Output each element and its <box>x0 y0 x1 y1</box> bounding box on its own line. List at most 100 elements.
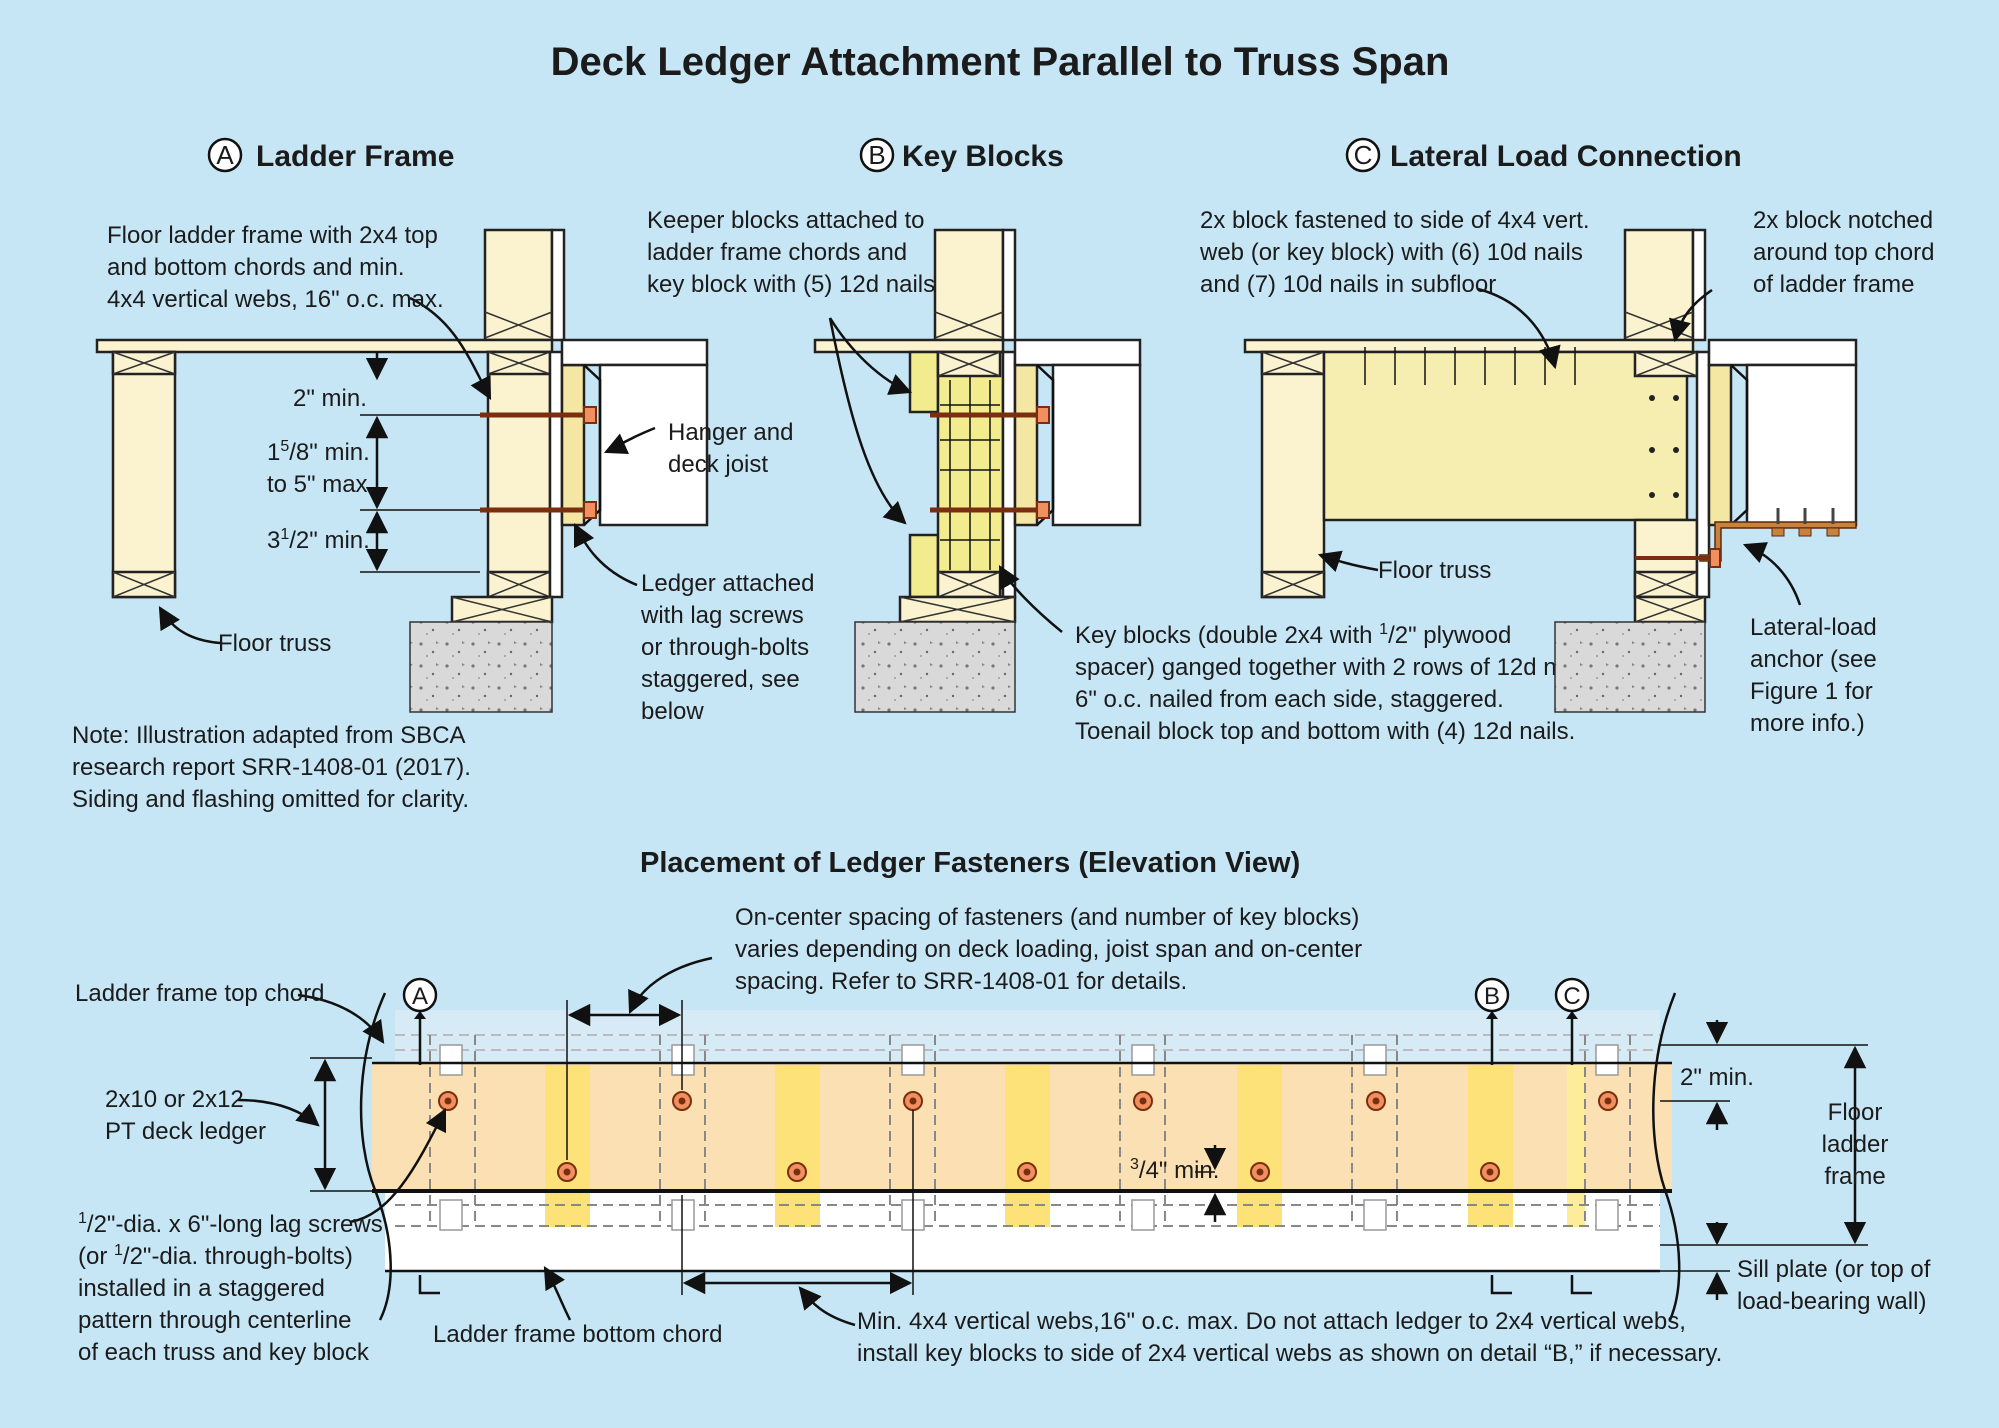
block-note-line2: web (or key block) with (6) 10d nails <box>1199 239 1583 266</box>
frame-note-line1: Floor ladder frame with 2x4 top <box>107 222 438 249</box>
notch-note-line3: of ladder frame <box>1753 271 1914 298</box>
deck-board-b <box>1013 338 1142 367</box>
2x-block-c <box>1322 350 1689 522</box>
dim-mid-line2: to 5" max. <box>267 471 374 498</box>
elevation-drawing <box>237 956 1868 1327</box>
lag-note-line2: (or 1/2"-dia. through-bolts) <box>78 1242 353 1270</box>
dim-2-min: 2" min. <box>293 385 367 412</box>
elev-badge-a: A <box>412 983 428 1010</box>
foundation-a <box>409 621 553 713</box>
two-min-label: 2" min. <box>1680 1064 1754 1091</box>
badge-circle-b <box>859 137 895 173</box>
wall-stud-b <box>933 228 1005 342</box>
floor-ladder-line3: frame <box>1824 1163 1885 1190</box>
top-chord-label: Ladder frame top chord <box>75 980 324 1007</box>
block-note-line3: and (7) 10d nails in subfloor <box>1200 271 1496 298</box>
key-blocks-note-line1: Key blocks (double 2x4 with 1/2" plywood <box>1075 621 1511 649</box>
note-line2: research report SRR-1408-01 (2017). <box>72 754 471 781</box>
floor-ladder-line2: ladder <box>1822 1131 1889 1158</box>
foundation-c <box>1554 621 1706 713</box>
detail-c-drawing <box>1243 228 1858 713</box>
spacing-note-line1: On-center spacing of fasteners (and numb… <box>735 904 1359 931</box>
lag-note-line3: installed in a staggered <box>78 1275 325 1302</box>
wall-stud-a <box>483 228 554 342</box>
anchor-note-line2: anchor (see <box>1750 646 1877 673</box>
break-line-right <box>1652 992 1681 1321</box>
webs-note-line2: install key blocks to side of 2x4 vertic… <box>857 1340 1722 1367</box>
floor-truss-c <box>1260 350 1326 599</box>
elevation-marker-c <box>1554 977 1590 1065</box>
ledger-b <box>1013 363 1039 527</box>
floor-ladder-line1: Floor <box>1828 1099 1883 1126</box>
notch-note-line2: around top chord <box>1753 239 1934 266</box>
ledger-note-line1: Ledger attached <box>641 570 814 597</box>
hanger-note-line1: Hanger and <box>668 419 793 446</box>
lag-note-line4: pattern through centerline <box>78 1307 352 1334</box>
foundation-b <box>854 621 1016 713</box>
spacing-note-line2: varies depending on deck loading, joist … <box>735 936 1362 963</box>
ledger-note-line5: below <box>641 698 704 725</box>
sheathing-a <box>550 228 566 342</box>
floor-truss-a <box>111 350 177 599</box>
subfloor-a <box>95 338 554 354</box>
ledger-note-line2: with lag screws <box>640 602 804 629</box>
section-heading-a: A Ladder Frame <box>207 137 454 173</box>
section-b-label: Key Blocks <box>902 140 1064 173</box>
keeper-note-line2: ladder frame chords and <box>647 239 907 266</box>
deck-joist-c <box>1745 363 1858 527</box>
elev-badge-b: B <box>1484 983 1500 1010</box>
break-line-left <box>359 992 392 1321</box>
frame-note-line3: 4x4 vertical webs, 16" o.c. max. <box>107 286 444 313</box>
elevation-marker-a <box>402 977 438 1065</box>
keeper-note-line3: key block with (5) 12d nails <box>647 271 935 298</box>
subfloor-b <box>813 338 1005 354</box>
subfloor-c <box>1243 338 1695 354</box>
ledger-note-line3: or through-bolts <box>641 634 809 661</box>
keeper-block-lower <box>908 533 940 599</box>
frame-note-line2: and bottom chords and min. <box>107 254 405 281</box>
ledger-label-line1: 2x10 or 2x12 <box>105 1086 244 1113</box>
elev-badge-c: C <box>1563 983 1580 1010</box>
note-line1: Note: Illustration adapted from SBCA <box>72 722 466 749</box>
vertical-web-a <box>486 350 552 599</box>
three-quarter-min: 3/4" min. <box>1130 1156 1219 1184</box>
detail-b-drawing <box>813 228 1142 713</box>
badge-a: A <box>216 140 234 170</box>
badge-circle-c <box>1345 137 1381 173</box>
badge-b: B <box>868 140 885 170</box>
block-note-line1: 2x block fastened to side of 4x4 vert. <box>1200 207 1590 234</box>
keeper-block-upper <box>908 350 940 414</box>
diagram-title: Deck Ledger Attachment Parallel to Truss… <box>551 40 1450 84</box>
spacing-note-line3: spacing. Refer to SRR-1408-01 for detail… <box>735 968 1187 995</box>
ledger-c <box>1707 363 1733 527</box>
notch-note-line1: 2x block notched <box>1753 207 1933 234</box>
key-blocks-note-line4: Toenail block top and bottom with (4) 12… <box>1075 718 1575 745</box>
anchor-note-line4: more info.) <box>1750 710 1865 737</box>
ledger-note-line4: staggered, see <box>641 666 800 693</box>
ledger-fasteners <box>438 1091 1618 1182</box>
note-line3: Siding and flashing omitted for clarity. <box>72 786 469 813</box>
section-c-label: Lateral Load Connection <box>1390 140 1742 173</box>
anchor-note-line3: Figure 1 for <box>1750 678 1873 705</box>
deck-board-c <box>1707 338 1858 367</box>
floor-truss-a-label: Floor truss <box>218 630 331 657</box>
elevation-title: Placement of Ledger Fasteners (Elevation… <box>640 847 1300 879</box>
detail-a-drawing <box>95 228 709 713</box>
dim-mid-line1: 15/8" min. <box>267 438 370 466</box>
elevation-marker-b <box>1474 977 1510 1065</box>
lag-note-line1: 1/2"-dia. x 6"-long lag screws <box>78 1210 383 1238</box>
deck-board-a <box>560 338 709 367</box>
section-a-label: Ladder Frame <box>256 140 454 173</box>
badge-circle-a <box>207 137 243 173</box>
hanger-note-line2: deck joist <box>668 451 768 478</box>
section-heading-c: C Lateral Load Connection <box>1345 137 1742 173</box>
floor-truss-c-label: Floor truss <box>1378 557 1491 584</box>
badge-c: C <box>1354 140 1373 170</box>
wall-stud-c <box>1623 228 1695 342</box>
lag-note-line5: of each truss and key block <box>78 1339 370 1366</box>
dim-bot-line1: 31/2" min. <box>267 526 370 554</box>
deck-joist-b <box>1051 363 1142 527</box>
bottom-chord-label: Ladder frame bottom chord <box>433 1321 723 1348</box>
